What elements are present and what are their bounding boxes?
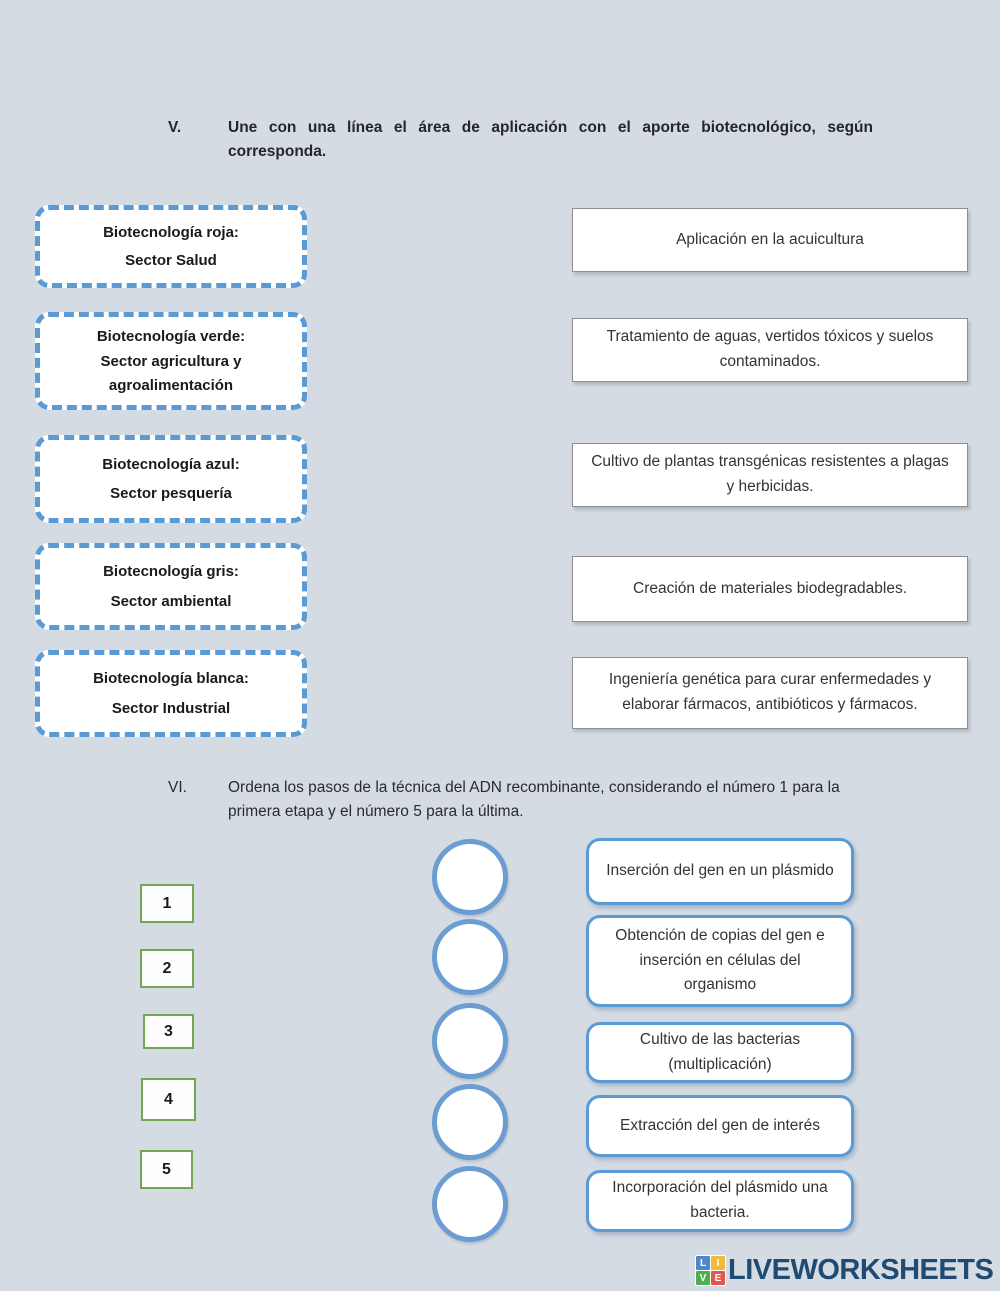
section-v-heading: V. Une con una línea el área de aplicaci… (168, 116, 873, 164)
match-source-title: Biotecnología roja: (103, 223, 239, 241)
step-box-insercion-gen-plasmido: Inserción del gen en un plásmido (586, 838, 854, 905)
match-source-title: Biotecnología blanca: (93, 670, 249, 688)
step-text: Incorporación del plásmido una bacteria. (612, 1179, 828, 1221)
answer-circle-5[interactable] (432, 1166, 508, 1242)
match-source-title: Biotecnología gris: (103, 563, 239, 581)
number-tile-2: 2 (140, 949, 194, 988)
logo-tile-i: I (711, 1256, 725, 1270)
answer-circle-4[interactable] (432, 1084, 508, 1160)
number-tile-3: 3 (143, 1014, 194, 1049)
liveworksheets-logo-icon: L I V E (695, 1255, 726, 1286)
number-tile-5: 5 (140, 1150, 193, 1189)
logo-tile-v: V (696, 1271, 710, 1285)
answer-circle-3[interactable] (432, 1003, 508, 1079)
match-target-box-materiales-biodegradables[interactable]: Creación de materiales biodegradables. (572, 556, 968, 622)
match-target-box-plantas-transgenicas[interactable]: Cultivo de plantas transgénicas resisten… (572, 443, 968, 507)
number-label: 1 (162, 894, 172, 912)
match-source-sector: Sector agricultura y agroalimentación (100, 353, 242, 394)
match-target-text: Cultivo de plantas transgénicas resisten… (591, 453, 949, 495)
step-text: Obtención de copias del gen e inserción … (615, 926, 825, 994)
section-v-instructions: Une con una línea el área de aplicación … (228, 119, 873, 161)
match-source-sector: Sector pesquería (110, 485, 232, 503)
liveworksheets-brand[interactable]: L I V E LIVEWORKSHEETS (695, 1254, 994, 1287)
match-source-sector: Sector ambiental (110, 592, 232, 610)
match-source-box-roja[interactable]: Biotecnología roja: Sector Salud (35, 205, 307, 288)
step-text: Cultivo de las bacterias (multiplicación… (639, 1030, 801, 1073)
step-box-incorporacion-plasmido: Incorporación del plásmido una bacteria. (586, 1170, 854, 1232)
logo-tile-e: E (711, 1271, 725, 1285)
match-target-box-tratamiento-aguas[interactable]: Tratamiento de aguas, vertidos tóxicos y… (572, 318, 968, 382)
step-box-cultivo-bacterias: Cultivo de las bacterias (multiplicación… (586, 1022, 854, 1083)
match-target-box-acuicultura[interactable]: Aplicación en la acuicultura (572, 208, 968, 272)
step-box-obtencion-copias: Obtención de copias del gen e inserción … (586, 915, 854, 1007)
step-box-extraccion-gen: Extracción del gen de interés (586, 1095, 854, 1157)
number-label: 3 (164, 1022, 173, 1040)
number-label: 4 (164, 1090, 173, 1108)
number-label: 5 (162, 1160, 171, 1178)
answer-circle-1[interactable] (432, 839, 508, 915)
section-vi-heading: VI. Ordena los pasos de la técnica del A… (168, 776, 873, 824)
number-tile-1: 1 (140, 884, 194, 923)
match-target-text: Ingeniería genética para curar enfermeda… (608, 671, 932, 713)
match-target-text: Creación de materiales biodegradables. (633, 579, 907, 597)
match-target-box-ingenieria-genetica[interactable]: Ingeniería genética para curar enfermeda… (572, 657, 968, 729)
match-source-box-azul[interactable]: Biotecnología azul: Sector pesquería (35, 435, 307, 523)
step-text: Inserción del gen en un plásmido (606, 862, 834, 880)
match-source-title: Biotecnología verde: (96, 328, 246, 346)
match-source-box-blanca[interactable]: Biotecnología blanca: Sector Industrial (35, 650, 307, 737)
match-source-sector: Sector Industrial (111, 699, 231, 717)
number-label: 2 (162, 959, 172, 977)
answer-circle-2[interactable] (432, 919, 508, 995)
section-vi-instructions: Ordena los pasos de la técnica del ADN r… (228, 779, 840, 821)
logo-tile-l: L (696, 1256, 710, 1270)
section-vi-numeral: VI. (168, 779, 187, 796)
match-target-text: Aplicación en la acuicultura (676, 230, 864, 248)
match-source-box-gris[interactable]: Biotecnología gris: Sector ambiental (35, 543, 307, 630)
match-source-sector: Sector Salud (125, 251, 217, 269)
match-source-box-verde[interactable]: Biotecnología verde: Sector agricultura … (35, 312, 307, 410)
section-v-numeral: V. (168, 119, 182, 136)
match-source-title: Biotecnología azul: (102, 455, 240, 473)
number-tile-4: 4 (141, 1078, 196, 1121)
brand-wordmark: LIVEWORKSHEETS (728, 1254, 994, 1286)
match-target-text: Tratamiento de aguas, vertidos tóxicos y… (606, 328, 934, 370)
step-text: Extracción del gen de interés (620, 1116, 820, 1134)
